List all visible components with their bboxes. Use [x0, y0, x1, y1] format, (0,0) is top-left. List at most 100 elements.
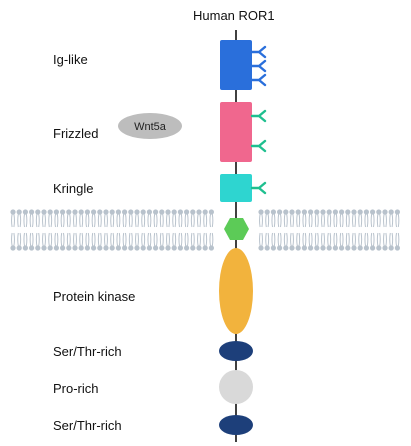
lipid-tail [342, 232, 344, 247]
lipid-tail [166, 232, 168, 247]
lipid-tail [48, 232, 50, 247]
lipid-tail [360, 213, 363, 228]
lipid-tail [280, 232, 282, 247]
lipid-tail [79, 213, 81, 228]
lipid-tail [156, 232, 158, 247]
lipid-head [326, 209, 332, 215]
lipid-head [41, 209, 47, 215]
lipid-head [202, 209, 208, 215]
glycan-icon [250, 181, 267, 195]
lipid-tail [302, 232, 304, 247]
lipid-head [177, 209, 183, 215]
lipid-head [314, 209, 320, 215]
lipid-tail [379, 232, 381, 247]
lipid-tail [87, 213, 90, 228]
lipid-tail [391, 213, 394, 228]
lipid-tail [69, 213, 71, 228]
lipid-tail [32, 232, 34, 247]
glycan-icon [250, 45, 267, 87]
lipid-tail [283, 232, 286, 247]
lipid-tail [184, 232, 187, 247]
lipid-tail [335, 213, 338, 228]
lipid-tail [345, 232, 348, 247]
lipid-tail [131, 232, 133, 247]
label-ig-like: Ig-like [53, 52, 88, 67]
lipid-tail [333, 213, 335, 228]
lipid-tail [366, 213, 369, 228]
lipid-tail [60, 232, 63, 247]
lipid-tail [261, 213, 263, 228]
lipid-tail [94, 232, 96, 247]
lipid-head [171, 245, 177, 251]
lipid-head [159, 209, 165, 215]
lipid-head [202, 245, 208, 251]
lipid-head [84, 209, 90, 215]
lipid-tail [50, 213, 53, 228]
lipid-head [16, 209, 22, 215]
lipid-tail [345, 213, 348, 228]
lipid-tail [81, 213, 84, 228]
lipid-head [60, 245, 66, 251]
lipid-tail [259, 232, 261, 247]
lipid-head [370, 245, 376, 251]
lipid-tail [54, 213, 56, 228]
protein-kinase-domain [219, 248, 253, 334]
lipid-tail [29, 232, 32, 247]
lipid-tail [190, 232, 193, 247]
lipid-tail [205, 213, 208, 228]
lipid-head [382, 209, 388, 215]
ig-like-domain [220, 40, 252, 90]
lipid-tail [35, 213, 38, 228]
lipid-tail [352, 213, 354, 228]
lipid-tail [314, 213, 317, 228]
lipid-head [16, 245, 22, 251]
lipid-tail [147, 213, 149, 228]
lipid-tail [329, 213, 332, 228]
lipid-head [134, 245, 140, 251]
lipid-tail [193, 232, 195, 247]
lipid-tail [385, 232, 387, 247]
lipid-tail [137, 232, 139, 247]
lipid-tail [104, 213, 106, 228]
lipid-head [264, 209, 270, 215]
lipid-tail [23, 232, 25, 247]
lipid-tail [184, 213, 187, 228]
lipid-head [190, 209, 196, 215]
lipid-tail [116, 232, 118, 247]
lipid-tail [389, 213, 391, 228]
lipid-tail [42, 232, 44, 247]
lipid-tail [66, 232, 69, 247]
lipid-head [109, 245, 115, 251]
lipid-head [153, 245, 159, 251]
lipid-head [35, 209, 41, 215]
lipid-head [357, 209, 363, 215]
lipid-tail [296, 232, 298, 247]
lipid-head [345, 209, 351, 215]
lipid-tail [199, 213, 201, 228]
lipid-head [115, 245, 121, 251]
lipid-tail [267, 232, 270, 247]
label-ser-thr-rich: Ser/Thr-rich [53, 418, 122, 433]
lipid-tail [116, 213, 118, 228]
lipid-head [283, 245, 289, 251]
lipid-tail [91, 213, 94, 228]
lipid-tail [277, 213, 280, 228]
lipid-tail [364, 213, 366, 228]
lipid-tail [329, 232, 332, 247]
lipid-tail [69, 232, 71, 247]
lipid-tail [271, 232, 273, 247]
lipid-tail [389, 232, 391, 247]
lipid-head [382, 245, 388, 251]
lipid-tail [327, 213, 329, 228]
lipid-tail [286, 213, 288, 228]
lipid-tail [178, 213, 180, 228]
lipid-tail [286, 232, 288, 247]
glycan-icon [250, 109, 267, 153]
lipid-tail [122, 232, 125, 247]
lipid-tail [383, 232, 385, 247]
lipid-tail [178, 232, 180, 247]
lipid-head [308, 209, 314, 215]
lipid-tail [290, 232, 292, 247]
lipid-tail [172, 213, 174, 228]
